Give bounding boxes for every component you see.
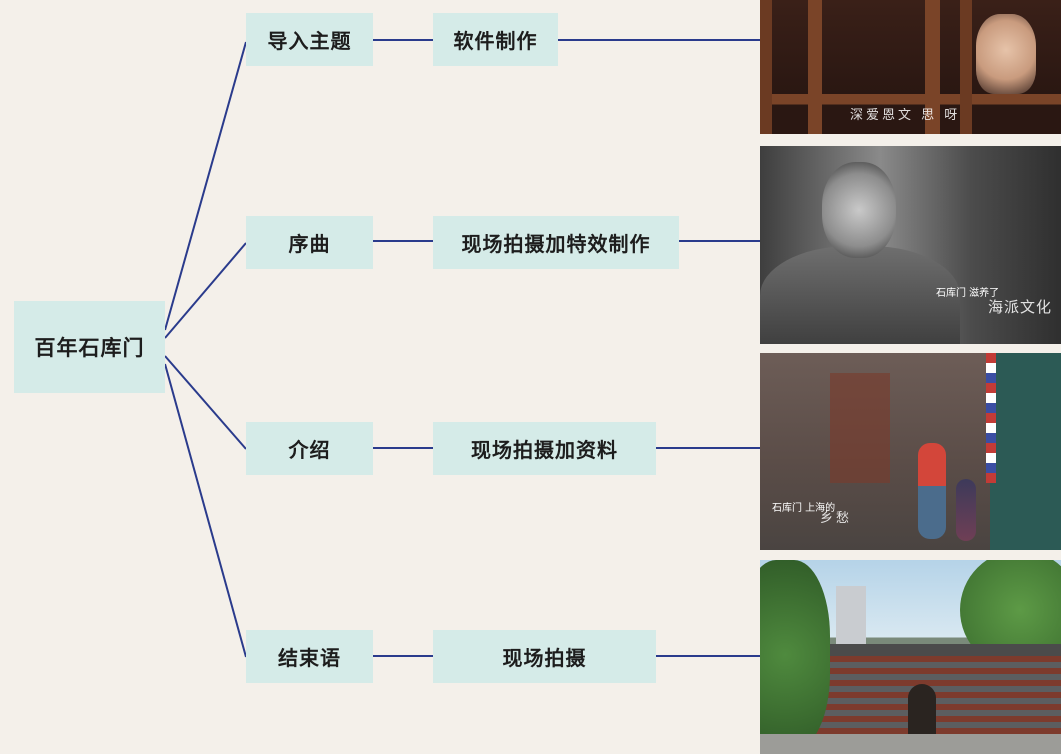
woman-figure <box>976 14 1036 94</box>
connector-root-prelude <box>164 242 247 339</box>
branch-node-intro-theme: 导入主题 <box>246 13 373 66</box>
person-child <box>956 479 976 541</box>
tree <box>760 560 830 750</box>
connector-root-intro <box>164 41 247 331</box>
photo-caption: 海派文化 <box>988 298 1053 316</box>
method-node-onsite-effects: 现场拍摄加特效制作 <box>433 216 679 269</box>
photo-caption-small: 石库门 滋养了 <box>936 288 1000 299</box>
photo-window-woman: 深爱恩文 思 呀 <box>760 0 1061 134</box>
connector-root-ending <box>164 363 247 658</box>
photo-caption-small: 石库门 上海的 <box>772 503 836 514</box>
method-node-onsite: 现场拍摄 <box>433 630 656 683</box>
photo-street-scene: 石库门 上海的 乡愁 <box>760 353 1061 550</box>
photo-portrait: 石库门 滋养了 海派文化 <box>760 146 1061 344</box>
branch-node-conclusion: 结束语 <box>246 630 373 683</box>
method-node-software: 软件制作 <box>433 13 558 66</box>
portrait-body <box>760 246 960 344</box>
building-door <box>908 684 936 734</box>
root-node: 百年石库门 <box>14 301 165 393</box>
method-node-onsite-materials: 现场拍摄加资料 <box>433 422 656 475</box>
building-roof <box>800 644 1061 658</box>
photo-brick-building <box>760 560 1061 754</box>
photo-caption: 乡愁 <box>820 511 853 526</box>
brick-wall <box>830 373 890 483</box>
person-adult <box>918 443 946 539</box>
photo-caption: 深爱恩文 思 呀 <box>850 108 961 123</box>
branch-node-introduction: 介绍 <box>246 422 373 475</box>
portrait-head <box>822 162 896 258</box>
ground <box>760 734 1061 754</box>
connector-root-intro2 <box>164 355 247 450</box>
barber-pole <box>986 353 996 483</box>
branch-node-prelude: 序曲 <box>246 216 373 269</box>
